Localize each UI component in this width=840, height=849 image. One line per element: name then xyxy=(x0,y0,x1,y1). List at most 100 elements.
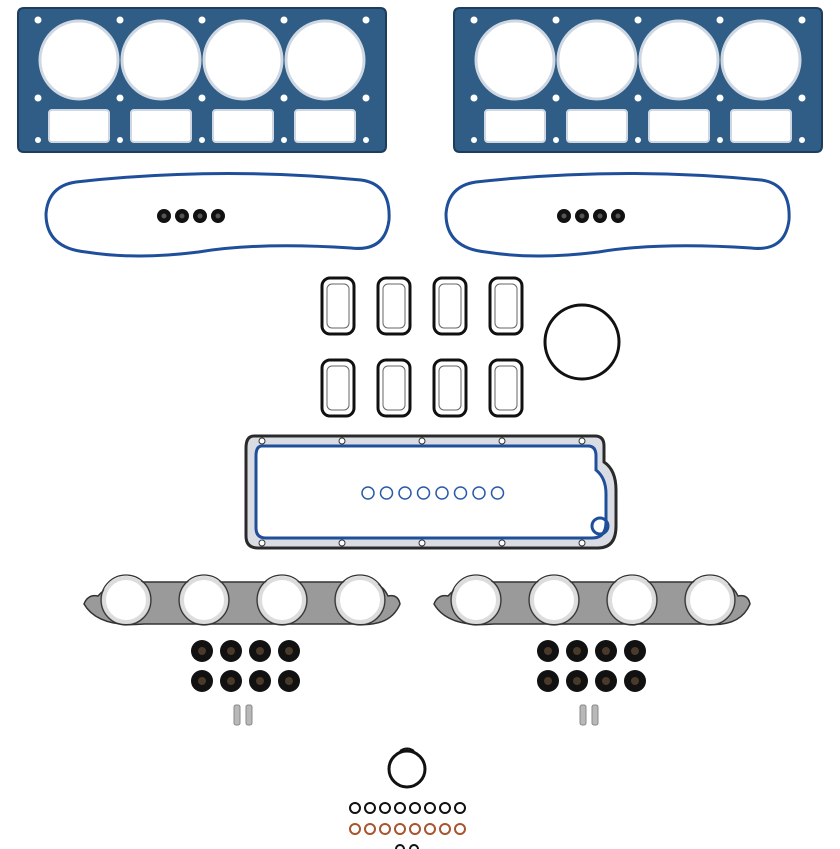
black-o-ring xyxy=(379,802,391,814)
exhaust-gasket-body xyxy=(83,580,401,626)
bolt-hole xyxy=(716,94,724,102)
exhaust-port xyxy=(180,576,228,624)
copper-o-ring xyxy=(454,823,466,835)
cylinder-bore xyxy=(284,19,366,101)
grommet-hole xyxy=(197,213,203,219)
exhaust-gasket-left xyxy=(83,574,401,626)
cylinder-bore xyxy=(38,19,120,101)
bolt-hole xyxy=(553,137,559,143)
sensor-port xyxy=(590,516,610,536)
intake-port-gasket xyxy=(488,276,524,336)
cylinder-bore xyxy=(556,19,638,101)
boot-seal-core xyxy=(285,647,293,655)
valley-seal xyxy=(254,444,608,540)
exhaust-gasket-body xyxy=(433,580,751,626)
bolt-hole xyxy=(198,94,206,102)
valve-cover-seal xyxy=(444,171,791,258)
bolt-hole xyxy=(634,94,642,102)
exhaust-port xyxy=(530,576,578,624)
copper-o-ring xyxy=(424,823,436,835)
boot-seal-core xyxy=(227,647,235,655)
copper-o-ring xyxy=(364,823,376,835)
bolt-hole xyxy=(338,437,346,445)
copper-o-ring xyxy=(349,823,361,835)
valley-o-ring xyxy=(398,486,412,500)
bolt-hole xyxy=(498,437,506,445)
black-o-ring xyxy=(394,802,406,814)
valley-o-ring xyxy=(435,486,449,500)
boot-seal-core xyxy=(573,677,581,685)
valve-cover-gasket-right xyxy=(444,171,791,258)
bolt-hole xyxy=(552,94,560,102)
o-ring xyxy=(543,303,621,381)
grommet-hole xyxy=(179,213,185,219)
exhaust-port-edge xyxy=(528,574,580,626)
bolt-hole xyxy=(362,16,370,24)
exhaust-port xyxy=(608,576,656,624)
head-gasket-right xyxy=(453,7,823,153)
bolt-hole xyxy=(281,137,287,143)
bolt-hole xyxy=(717,137,723,143)
valley-o-ring xyxy=(472,486,486,500)
locating-sleeve xyxy=(591,704,599,726)
exhaust-port xyxy=(452,576,500,624)
intake-port-gasket xyxy=(488,358,524,418)
bolt-hole xyxy=(578,539,586,547)
coolant-window xyxy=(566,109,628,143)
boot-seal-core xyxy=(227,677,235,685)
boot-seal-core xyxy=(631,647,639,655)
bolt-hole xyxy=(199,137,205,143)
bolt-hole xyxy=(418,437,426,445)
exhaust-port xyxy=(258,576,306,624)
intake-port-bead xyxy=(326,365,350,411)
copper-o-ring xyxy=(379,823,391,835)
intake-port-bead xyxy=(382,365,406,411)
valley-o-ring xyxy=(379,486,394,500)
cylinder-bore xyxy=(120,19,202,101)
bolt-hole xyxy=(117,137,123,143)
copper-o-ring xyxy=(394,823,406,835)
black-o-ring xyxy=(349,802,361,814)
boot-seal-core xyxy=(631,677,639,685)
black-o-ring xyxy=(424,802,436,814)
bolt-hole xyxy=(198,16,206,24)
exhaust-port-edge xyxy=(684,574,736,626)
exhaust-port xyxy=(336,576,384,624)
cylinder-bore xyxy=(474,19,556,101)
intake-port-gasket xyxy=(432,276,468,336)
grommet-hole xyxy=(215,213,221,219)
exhaust-port-edge xyxy=(178,574,230,626)
cylinder-bore xyxy=(720,19,802,101)
bolt-hole xyxy=(338,539,346,547)
intake-port-gasket xyxy=(376,276,412,336)
throttle-body-o-ring xyxy=(543,303,621,381)
intake-port-gaskets xyxy=(320,276,524,418)
coolant-window xyxy=(130,109,192,143)
coolant-window xyxy=(730,109,792,143)
cylinder-bore xyxy=(638,19,720,101)
bolt-hole xyxy=(258,437,266,445)
boot-seal-core xyxy=(256,677,264,685)
coolant-window xyxy=(48,109,110,143)
bolt-hole xyxy=(716,16,724,24)
bolt-hole xyxy=(635,137,641,143)
grommet-hole xyxy=(161,213,167,219)
bolt-hole xyxy=(280,94,288,102)
exhaust-port xyxy=(102,576,150,624)
locating-sleeve xyxy=(245,704,253,726)
copper-o-ring xyxy=(409,823,421,835)
boot-seal-core xyxy=(256,647,264,655)
coolant-window xyxy=(648,109,710,143)
boot-seal-core xyxy=(602,677,610,685)
small-o-ring xyxy=(387,749,427,789)
valve-cover-seal xyxy=(44,171,391,258)
intake-port-bead xyxy=(494,365,518,411)
valley-o-ring xyxy=(361,486,375,500)
valley-o-ring xyxy=(490,486,505,500)
grommet-hole xyxy=(579,213,585,219)
boot-seal-core xyxy=(544,677,552,685)
intake-port-bead xyxy=(438,283,462,329)
black-o-ring xyxy=(439,802,451,814)
partial-o-ring xyxy=(395,844,405,849)
